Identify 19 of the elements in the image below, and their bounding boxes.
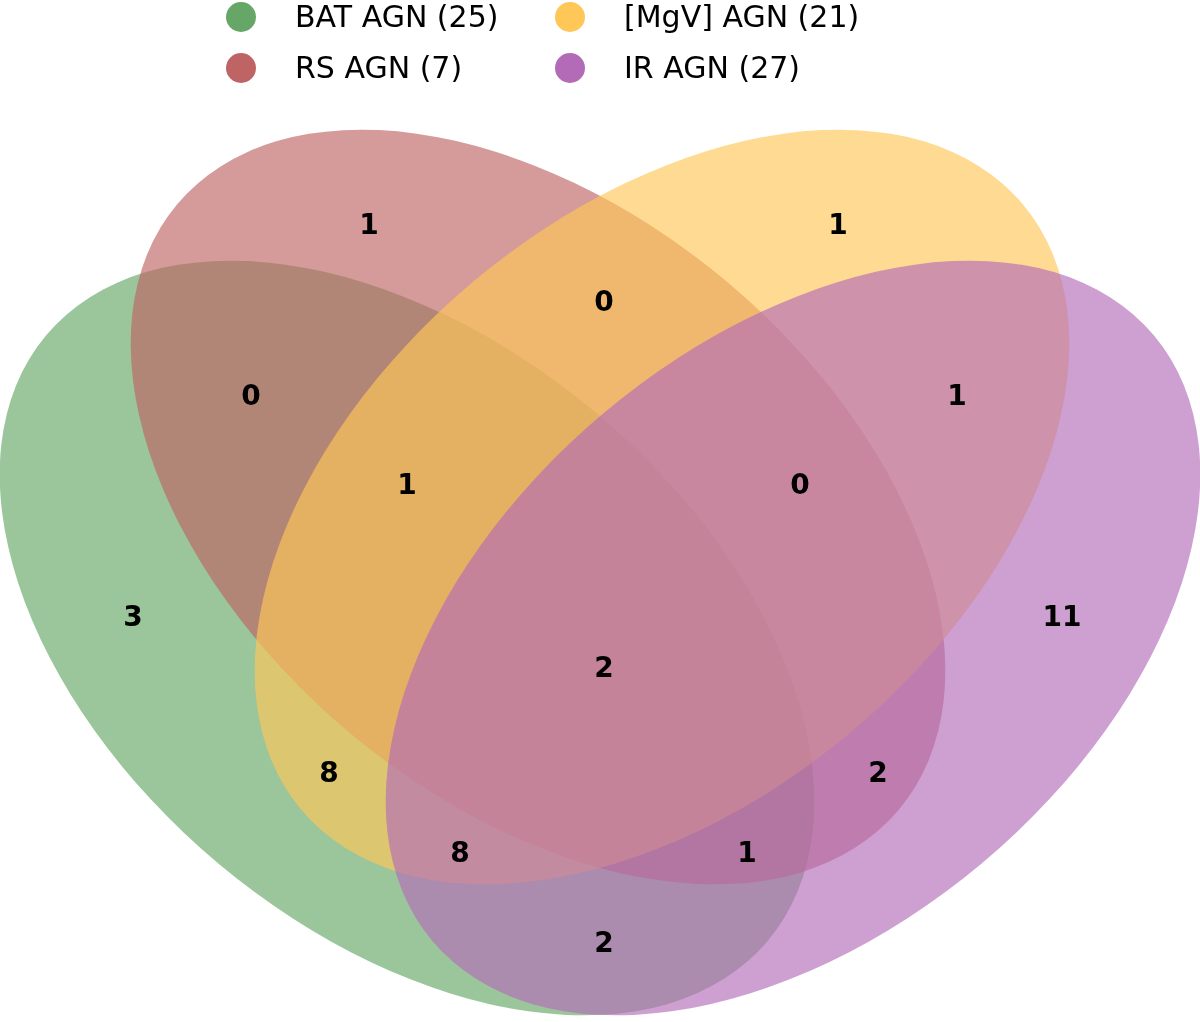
region-count: 1 xyxy=(359,211,379,239)
region-count: 0 xyxy=(594,288,614,316)
region-count: 2 xyxy=(594,654,614,682)
region-count: 3 xyxy=(123,603,143,631)
region-count: 8 xyxy=(450,839,470,867)
region-count: 0 xyxy=(790,471,810,499)
region-count: 1 xyxy=(828,211,848,239)
region-count: 8 xyxy=(319,759,339,787)
legend-label: RS AGN (7) xyxy=(295,53,463,83)
legend-label: IR AGN (27) xyxy=(624,53,801,83)
region-count: 1 xyxy=(737,839,757,867)
region-count: 11 xyxy=(1042,603,1082,631)
legend-label: [MgV] AGN (21) xyxy=(624,2,860,32)
region-count: 2 xyxy=(594,929,614,957)
legend-label: BAT AGN (25) xyxy=(295,2,499,32)
region-count: 2 xyxy=(868,759,888,787)
region-count: 1 xyxy=(397,471,417,499)
region-count: 1 xyxy=(947,382,967,410)
region-count: 0 xyxy=(241,382,261,410)
